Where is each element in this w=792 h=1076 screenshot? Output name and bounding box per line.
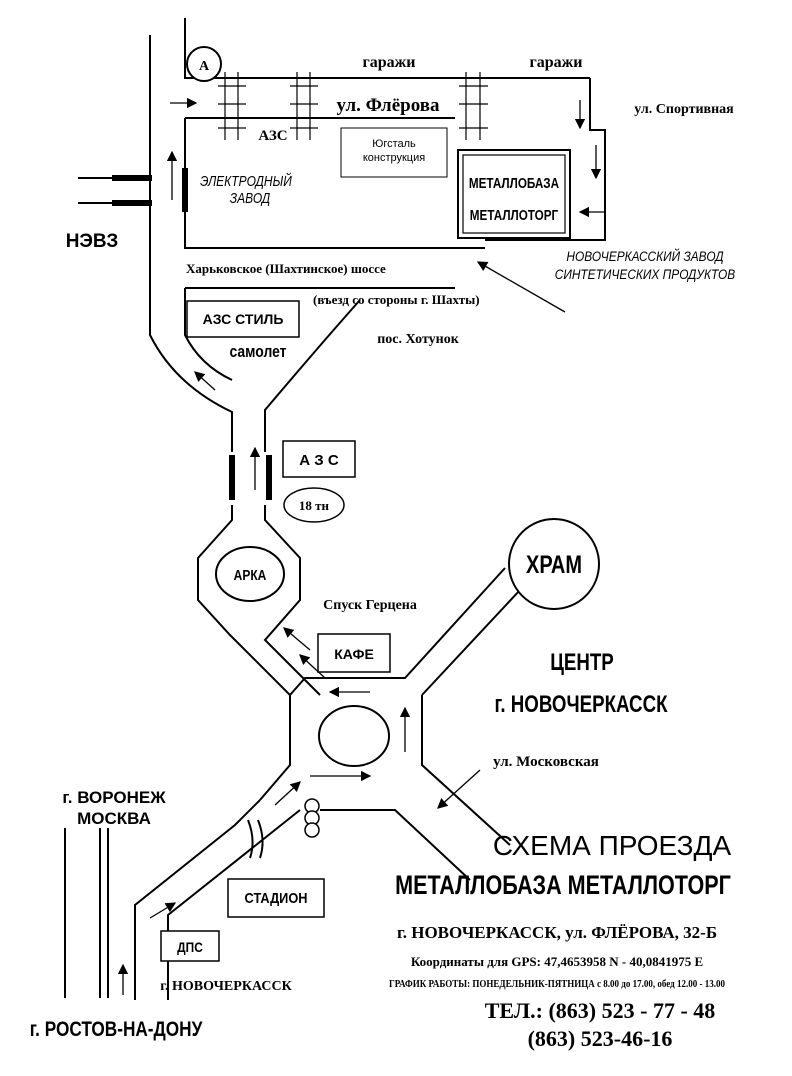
voronezh-label-1: г. ВОРОНЕЖ [62,788,166,807]
electrode-plant-label-2: ЗАВОД [230,190,271,207]
roads [64,18,606,1000]
point-a-circle [186,46,222,82]
synthetic-plant-label-2: СИНТЕТИЧЕСКИХ ПРОДУКТОВ [555,266,736,282]
direction-arrows [117,97,605,995]
kafe-box [317,633,391,673]
synthetic-plant-label-1: НОВОЧЕРКАССКИЙ ЗАВОД [566,247,723,264]
nevz-label: НЭВЗ [66,231,119,252]
kharkov-highway-label: Харьковское (Шахтинское) шоссе [186,261,386,276]
azs-stil-label: АЗС СТИЛЬ [203,311,284,327]
kafe-label: КАФЕ [334,646,374,662]
stadion-box [227,878,325,918]
garages-label-2: гаражи [530,54,583,71]
info-title: СХЕМА ПРОЕЗДА [493,830,732,861]
khotunok-label: пос. Хотунок [377,332,460,347]
info-gps: Координаты для GPS: 47,4653958 N - 40,08… [411,954,703,969]
entry-note: (въезд со стороны г. Шахты) [313,292,480,307]
voronezh-label-2: МОСКВА [77,809,151,828]
stadion-label: СТАДИОН [245,889,308,906]
stop-18-ellipse [283,487,345,523]
yugstal-box [340,127,448,178]
point-a-label: А [199,59,210,74]
info-address: г. НОВОЧЕРКАССК, ул. ФЛЁРОВА, 32-Б [397,923,717,942]
rostov-label: г. РОСТОВ-НА-ДОНУ [30,1019,204,1042]
dps-box [160,930,220,962]
khram-circle [508,518,600,610]
electrode-plant-label-1: ЭЛЕКТРОДНЫЙ [200,172,292,190]
info-phone-2: (863) 523-46-16 [528,1026,673,1051]
yugstal-label: Югсталь [372,138,416,150]
info-hours: ГРАФИК РАБОТЫ: ПОНЕДЕЛЬНИК-ПЯТНИЦА с 8.0… [389,978,725,990]
metallobaza-label-2: МЕТАЛЛОТОРГ [470,207,559,224]
stop-18-label: 18 тн [299,498,330,513]
khram-label: ХРАМ [526,551,582,579]
novocherkassk-small-label: г. НОВОЧЕРКАССК [160,979,292,994]
thick-markers [112,168,272,500]
info-phone-1: ТЕЛ.: (863) 523 - 77 - 48 [485,998,716,1023]
street-sportivnaya: ул. Спортивная [634,102,734,117]
traffic-light-icon [304,798,320,838]
arka-label: АРКА [234,567,267,584]
center-label-2: г. НОВОЧЕРКАССК [494,691,668,718]
yugstal-label-2: конструкция [363,152,425,164]
azs-big-label: А З С [299,452,339,469]
azs-stil-box [186,300,300,338]
gas-station-small-label: АЗС [258,128,287,144]
garages-label-1: гаражи [363,54,416,71]
dps-label: ДПС [177,939,203,955]
roundabout [318,705,390,767]
samolet-label: самолет [230,343,287,362]
metallobaza-box-inner [462,154,566,234]
info-company: МЕТАЛЛОБАЗА МЕТАЛЛОТОРГ [395,871,731,901]
street-flerova: ул. Флёрова [336,95,440,116]
rail-crossings [218,72,488,140]
azs-box [282,440,356,478]
metallobaza-label-1: МЕТАЛЛОБАЗА [469,175,559,192]
center-label-1: ЦЕНТР [550,649,614,676]
spusk-gertsena-label: Спуск Герцена [323,598,417,613]
arka-ellipse [215,546,285,602]
moskovskaya-label: ул. Московская [493,754,599,770]
